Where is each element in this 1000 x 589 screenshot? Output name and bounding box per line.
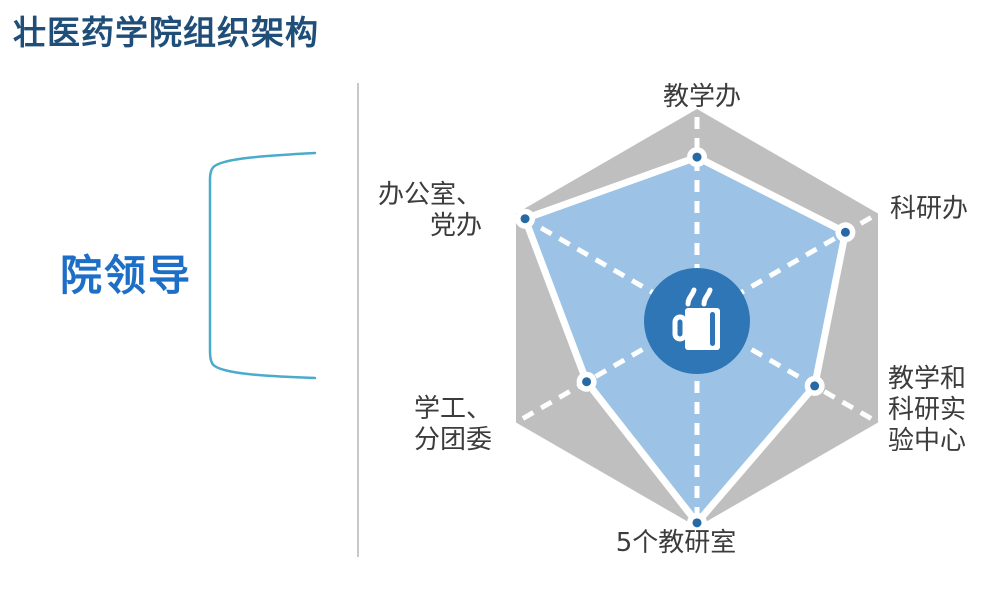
mug-icon	[672, 287, 720, 350]
leadership-label: 院领导	[60, 251, 193, 300]
radar-label-student-affairs: 学工、分团委	[414, 394, 493, 456]
steam-icon	[685, 287, 697, 307]
vertex-dot	[692, 152, 702, 162]
mug-stripe	[710, 312, 715, 346]
right-bracket-shape	[208, 151, 317, 380]
radar-spoke	[514, 315, 699, 425]
radar-label-experiment-center: 教学和科研实验中心	[888, 364, 967, 457]
vertical-divider	[357, 83, 359, 557]
vertex-dot	[840, 227, 850, 237]
radar-label-research-office: 科研办	[890, 194, 969, 224]
vertex-dot	[582, 377, 592, 387]
vertex-dot	[520, 214, 530, 224]
radar-label-teaching-sections: 5个教研室	[615, 528, 737, 558]
radar-spoke	[514, 211, 699, 321]
page-title: 壮医药学院组织架构	[13, 13, 319, 52]
steam-icon	[701, 287, 713, 307]
vertex-dot	[810, 381, 820, 391]
radar-spoke	[695, 315, 880, 425]
radar-label-teaching-office: 教学办	[662, 82, 742, 112]
vertex-dot	[692, 518, 702, 528]
radar-label-general-party-office: 办公室、党办	[377, 180, 482, 242]
